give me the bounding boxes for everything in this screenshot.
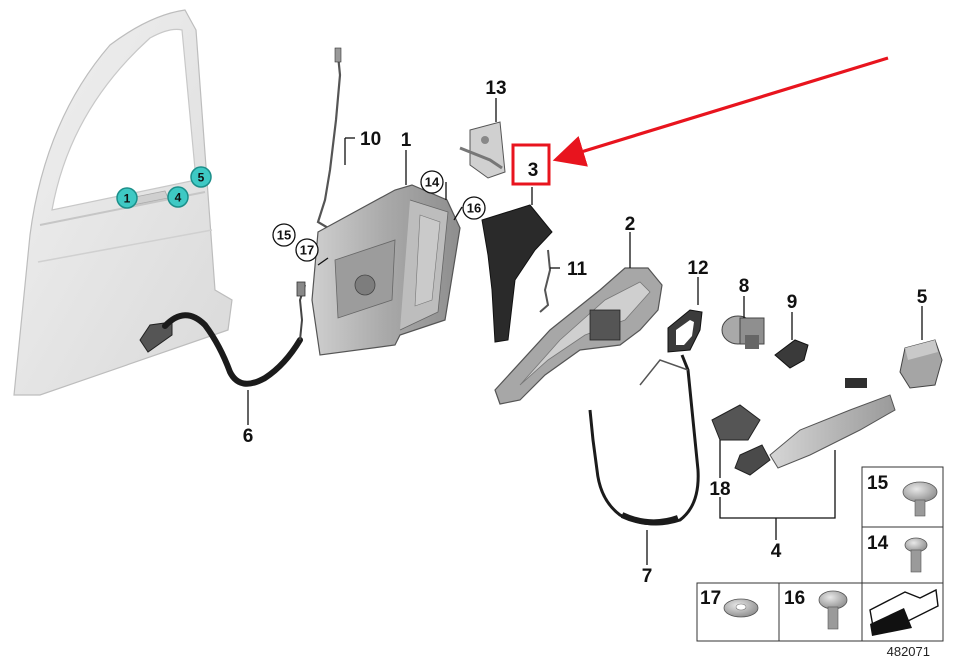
part-7-bowden-cable [588, 354, 700, 526]
fastener-legend [696, 466, 944, 642]
screw-16-icon [818, 590, 848, 610]
svg-text:15: 15 [277, 228, 291, 243]
legend-cell-14: 14 [867, 533, 928, 573]
part-8-lock-cylinder [721, 315, 765, 349]
door-marker-5: 5 [190, 166, 212, 188]
part-5-handle-cap [899, 339, 943, 389]
screw-15-icon [902, 481, 938, 503]
callout-5: 5 [917, 287, 928, 308]
part-6-bowden-cable [139, 281, 306, 387]
part-3-lock-cover [481, 204, 553, 343]
svg-text:14: 14 [867, 533, 889, 554]
callout-4: 4 [771, 541, 782, 562]
door-marker-1: 1 [116, 187, 138, 209]
svg-text:14: 14 [425, 175, 440, 190]
part-2-handle-carrier [494, 267, 663, 405]
svg-text:4: 4 [175, 191, 182, 205]
part-1-door-lock [311, 184, 461, 356]
callout-14: 14 [420, 170, 444, 194]
part-12-gasket [667, 309, 703, 353]
callout-18: 18 [709, 479, 730, 500]
callout-10: 10 [360, 129, 381, 150]
callout-8: 8 [739, 276, 750, 297]
svg-text:17: 17 [700, 588, 721, 609]
callout-12: 12 [687, 258, 708, 279]
part-9-clip [774, 339, 809, 369]
highlight-arrow [552, 56, 889, 167]
part-13-striker [459, 121, 506, 179]
legend-cell-17: 17 [700, 588, 759, 618]
callout-1: 1 [401, 130, 412, 151]
callout-11: 11 [567, 259, 588, 280]
highlight-box [511, 143, 551, 186]
svg-text:16: 16 [467, 201, 481, 216]
part-18-brackets [711, 404, 771, 476]
svg-text:16: 16 [784, 588, 805, 609]
legend-cell-15: 15 [867, 473, 938, 517]
callout-13: 13 [485, 78, 506, 99]
callout-7: 7 [642, 566, 653, 587]
part-10-rod [316, 47, 342, 236]
legend-cell-16: 16 [784, 588, 848, 630]
callout-9: 9 [787, 292, 798, 313]
svg-text:15: 15 [867, 473, 889, 494]
callout-3: 3 [528, 160, 539, 181]
reference-number: 482071 [887, 644, 930, 659]
svg-text:5: 5 [198, 171, 205, 185]
callout-2: 2 [625, 214, 636, 235]
svg-text:1: 1 [124, 192, 131, 206]
part-4-outer-handle [769, 378, 896, 469]
part-11-spring [539, 249, 552, 313]
callout-16: 16 [462, 196, 486, 220]
leader-lines [247, 98, 923, 565]
callout-6: 6 [243, 426, 254, 447]
door-marker-4: 4 [167, 186, 189, 208]
callout-17: 17 [295, 238, 319, 262]
svg-text:17: 17 [300, 243, 314, 258]
callout-15: 15 [272, 223, 296, 247]
legend-cell-view-arrow [869, 588, 939, 636]
